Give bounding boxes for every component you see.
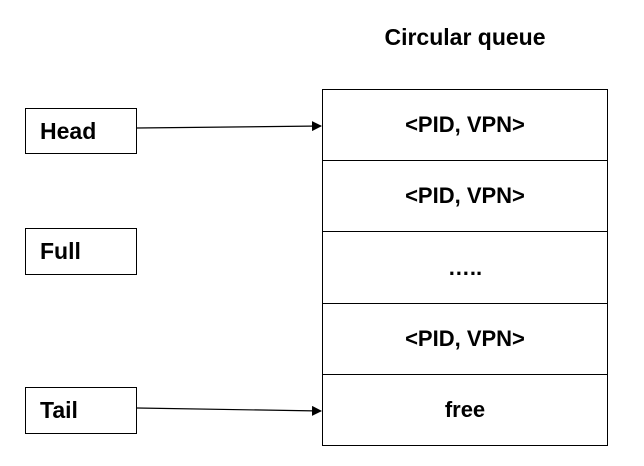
tail-pointer-box: Tail — [25, 387, 137, 434]
full-flag-label: Full — [40, 238, 81, 264]
diagram-title: Circular queue — [384, 24, 546, 50]
head-pointer-box: Head — [25, 108, 137, 154]
tail-pointer-label: Tail — [40, 397, 78, 423]
full-flag-box: Full — [25, 228, 137, 275]
circular-queue: <PID, VPN> <PID, VPN> ….. <PID, VPN> fre… — [322, 89, 608, 446]
queue-slot-4: free — [444, 396, 486, 422]
head-pointer-label: Head — [40, 117, 97, 144]
queue-slot-2: ….. — [323, 232, 607, 304]
queue-slot-1: <PID, VPN> — [323, 161, 607, 233]
queue-slot-3: <PID, VPN> — [323, 304, 607, 375]
queue-slot-0: <PID, VPN> — [323, 90, 607, 162]
head-arrow — [136, 121, 322, 132]
tail-arrow — [136, 405, 322, 416]
